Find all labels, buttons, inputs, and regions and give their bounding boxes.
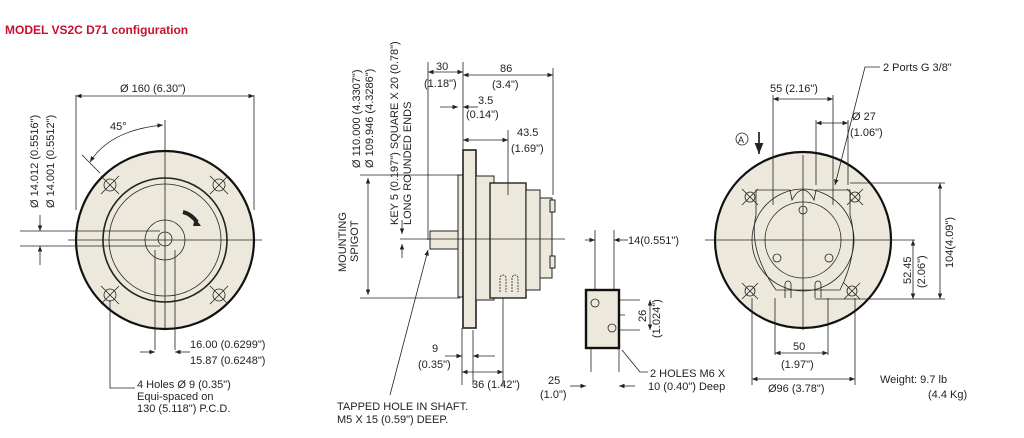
center-and-extension-lines: [20, 95, 262, 350]
dim-25-in: (1.0"): [540, 389, 567, 401]
mounting-block: [584, 288, 621, 350]
spigot-label-1: MOUNTING: [337, 212, 349, 272]
mounting-holes: [784, 280, 822, 298]
ports-note: 2 Ports G 3/8": [883, 62, 952, 74]
end-cover: [539, 197, 553, 279]
dim-9-in: (0.35"): [418, 359, 451, 371]
dim-36: 36 (1.42"): [472, 379, 520, 391]
holes-leader-line: [109, 300, 135, 389]
dim-50: 50: [793, 341, 805, 353]
holes-note-2: Equi-spaced on: [137, 391, 213, 403]
key-note-2: LONG ROUNDED ENDS: [402, 102, 414, 225]
weight-lb: Weight: 9.7 lb: [880, 374, 947, 386]
hidden-holes: [499, 274, 519, 292]
dim-3-5: 3.5: [478, 95, 493, 107]
shaft: [429, 230, 461, 250]
tapped-hole-leader: [389, 249, 429, 396]
bolt-hole: [209, 175, 229, 195]
holes-m6-note-1: 2 HOLES M6 X: [650, 368, 726, 380]
holes-note-1: 4 Holes Ø 9 (0.35"): [137, 379, 231, 391]
dim-27-in: (1.06"): [850, 127, 883, 139]
housing-step: [525, 189, 541, 291]
port-housing-outline: [753, 189, 854, 291]
bolt-hole: [100, 175, 120, 195]
rear-view: 55 (2.16") Ø 27 (1.06") 2 Ports G 3/8" A…: [705, 62, 967, 401]
bolt-hole: [846, 188, 864, 206]
dim-key-max: 16.00 (0.6299"): [190, 339, 265, 351]
dim-key-min: 15.87 (0.6248"): [190, 355, 265, 367]
dim-shaft-min: Ø 14.001 (0.5512"): [45, 115, 57, 208]
dim-52-45: 52.45: [902, 256, 914, 284]
m6-holes-leader: [621, 349, 648, 373]
view-a-label: A: [738, 135, 744, 145]
housing-body: [489, 182, 527, 299]
dim-52-45-in: (2.06"): [916, 255, 928, 288]
ports-leader: [834, 66, 880, 186]
cover-screw: [772, 253, 782, 263]
bolt-hole: [741, 282, 759, 300]
dim-30-in: (1.18"): [424, 78, 457, 90]
rotation-arrow-icon: [182, 210, 201, 226]
dim-104: 104(4.09"): [944, 217, 956, 268]
dim-26-in: (1.024"): [651, 299, 663, 338]
detail-view: 14(0.551") 26 (1.024") 25 (1.0") 2 HOLES…: [540, 230, 726, 401]
dim-spigot-max: Ø 110.000 (4.3307"): [351, 70, 363, 169]
key-note-1: KEY 5 (0.197") SQUARE X 20 (0.78"): [389, 41, 401, 225]
dim-arc-angle: [89, 123, 164, 163]
spigot-label-2: SPIGOT: [349, 220, 361, 262]
front-view: Ø 160 (6.30") 45° Ø 14.012 (0.5516") Ø 1…: [20, 83, 265, 415]
holes-note-3: 130 (5.118") P.C.D.: [137, 403, 230, 415]
tapped-note-2: M5 X 15 (0.59") DEEP.: [337, 414, 448, 426]
tapped-note-1: TAPPED HOLE IN SHAFT.: [337, 401, 468, 413]
holes-m6-note-2: 10 (0.40") Deep: [648, 381, 725, 393]
m6-hole: [607, 323, 617, 333]
cover-bolt: [549, 255, 556, 269]
center-and-extension-lines: [705, 95, 945, 385]
dim-86-in: (3.4"): [492, 79, 519, 91]
bolt-holes: [100, 175, 229, 305]
dim-spigot-min: Ø 109.946 (4.3286"): [364, 69, 376, 168]
bolt-hole: [741, 188, 759, 206]
bolt-hole: [209, 285, 229, 305]
bolt-hole: [843, 282, 861, 300]
dim-160: Ø 160 (6.30"): [120, 83, 186, 95]
m6-hole: [590, 298, 600, 308]
angle-extension-line: [81, 154, 101, 174]
dim-shaft-max: Ø 14.012 (0.5516"): [29, 115, 41, 208]
dim-14: 14(0.551"): [628, 235, 679, 247]
dim-96: Ø96 (3.78"): [768, 383, 825, 395]
model-title: MODEL VS2C D71 configuration: [5, 23, 188, 37]
cover-screw: [824, 253, 834, 263]
weight-kg: (4.4 Kg): [928, 389, 967, 401]
dim-3-5-in: (0.14"): [466, 109, 499, 121]
dim-30: 30: [436, 61, 448, 73]
dim-26: 26: [637, 310, 649, 322]
dim-27: Ø 27: [852, 111, 876, 123]
dim-angle: 45°: [110, 121, 127, 133]
dim-9: 9: [432, 343, 438, 355]
dim-50-in: (1.97"): [781, 359, 814, 371]
dim-43-5-in: (1.69"): [511, 143, 544, 155]
cover-bolt: [549, 199, 556, 213]
dim-86: 86: [500, 63, 512, 75]
side-view: 30 (1.18") 86 (3.4") 3.5 (0.14") 43.5 (1…: [337, 41, 565, 426]
dim-43-5: 43.5: [517, 127, 538, 139]
dim-25: 25: [548, 375, 560, 387]
view-a-marker: [735, 132, 749, 146]
dim-55: 55 (2.16"): [770, 83, 818, 95]
